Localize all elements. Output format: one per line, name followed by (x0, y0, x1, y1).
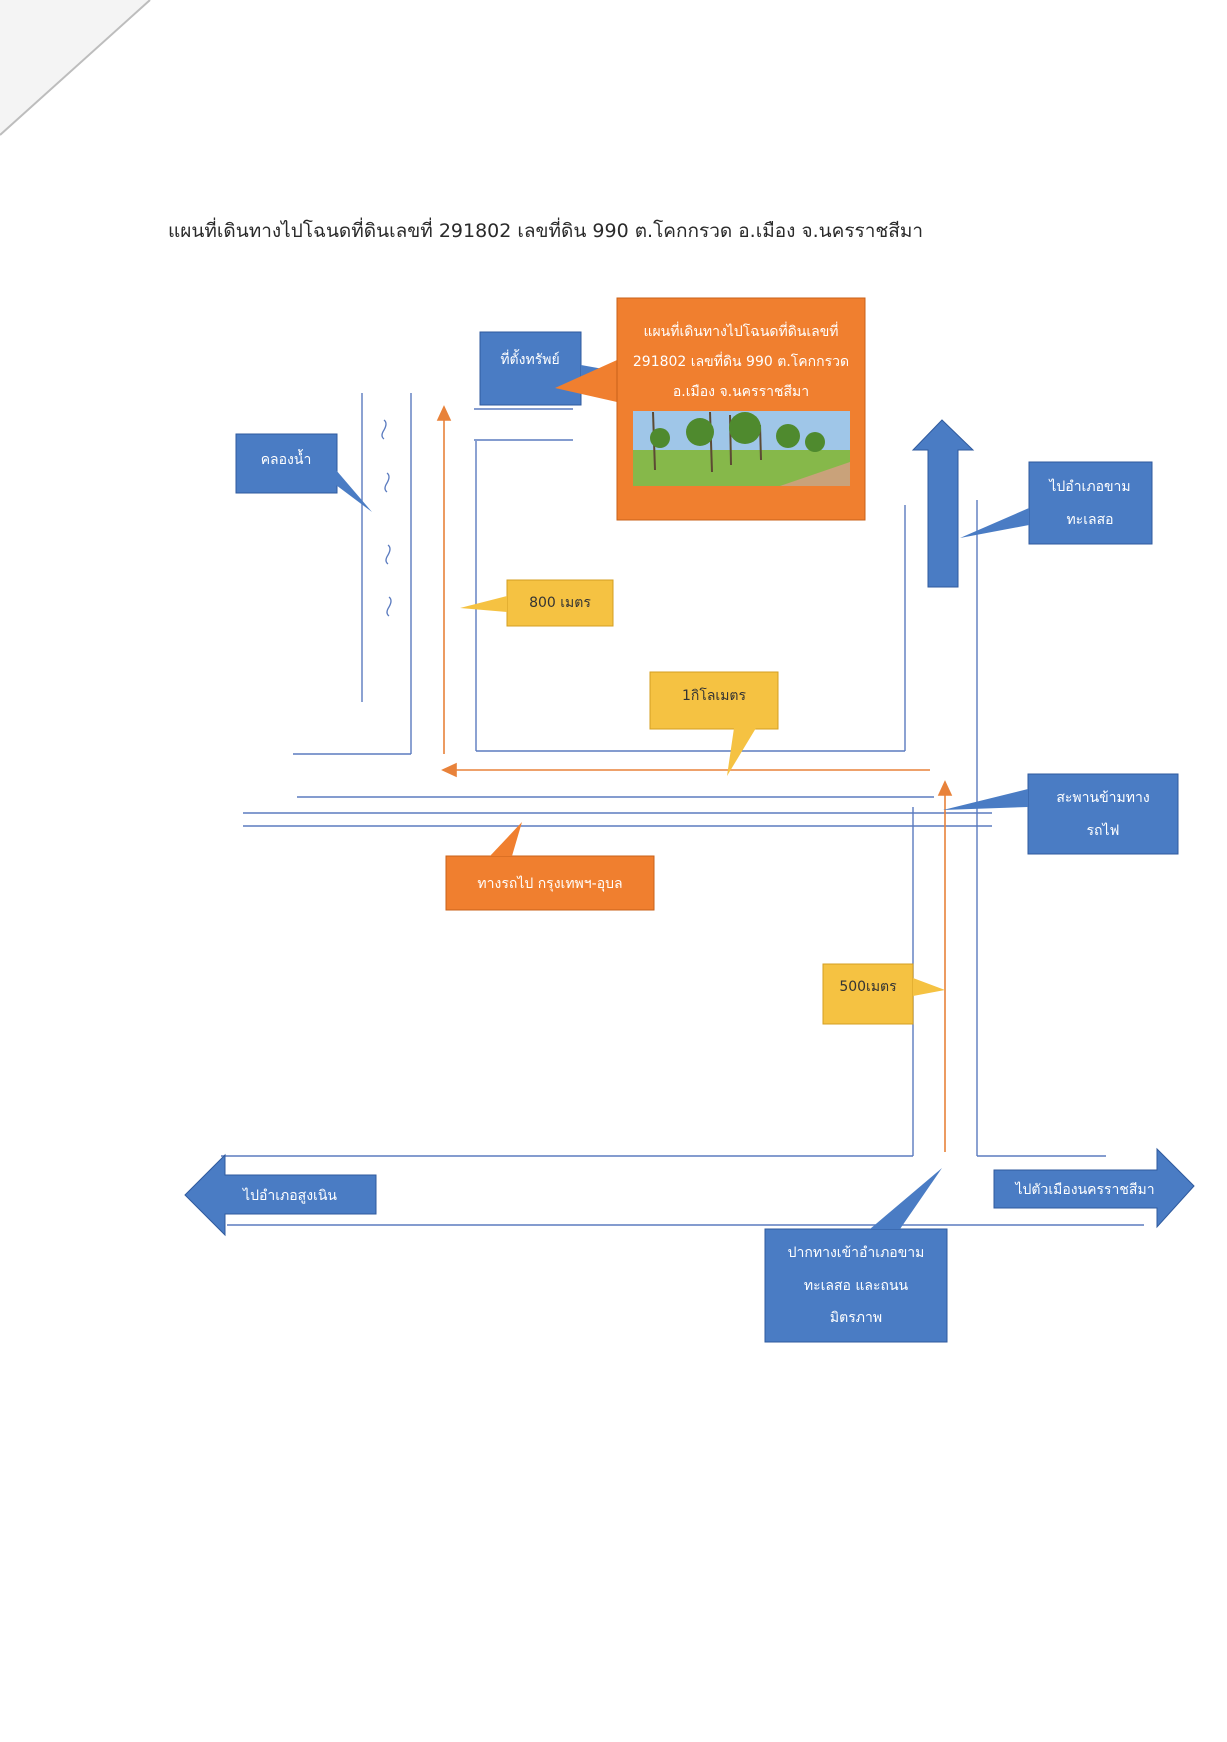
distance-1km-callout (649, 671, 779, 776)
route-arrowhead-west (441, 762, 457, 778)
map-title: แผนที่เดินทางไปโฉนดที่ดินเลขที่ 291802 เ… (168, 220, 924, 242)
canal-callout (235, 433, 372, 512)
distance-500m-label: 500เมตร (839, 979, 897, 995)
entrance-label-line-2: ทะเลสอ และถนน (804, 1278, 909, 1294)
railway-label: ทางรถไป กรุงเทพฯ-อุบล (477, 875, 622, 892)
nakhon-ratchasima-label: ไปตัวเมืองนครราชสีมา (1014, 1181, 1154, 1198)
road-network (221, 393, 1144, 1226)
arrow-left-icon (184, 1153, 377, 1237)
kham-thale-so-label-line-2: ทะเลสอ (1066, 512, 1113, 528)
kham-thale-so-callout (960, 461, 1153, 545)
entrance-label-line-1: ปากทางเข้าอำเภอขาม (788, 1245, 925, 1261)
route-arrowhead-north (436, 405, 452, 421)
railway-overpass-label-line-1: สะพานข้ามทาง (1056, 790, 1149, 806)
railway-overpass-callout (943, 773, 1179, 855)
property-location-callout (479, 331, 620, 406)
distance-800m-callout (460, 579, 614, 627)
photo-caption-line-1: แผนที่เดินทางไปโฉนดที่ดินเลขที่ (643, 322, 838, 340)
property-photo (633, 411, 850, 486)
arrow-up-icon (911, 419, 975, 588)
arrow-right-icon (993, 1147, 1195, 1229)
railway-callout (445, 822, 655, 911)
photo-caption-line-3: อ.เมือง จ.นครราชสีมา (673, 384, 809, 400)
property-location-label: ที่ตั้งทรัพย์ (500, 349, 559, 368)
map-labels: ที่ตั้งทรัพย์ แผนที่เดินทางไปโฉนดที่ดินเ… (242, 322, 1155, 1326)
railway-overpass-label-line-2: รถไฟ (1087, 822, 1120, 839)
route-path (436, 405, 953, 1152)
photo-caption-line-2: 291802 เลขที่ดิน 990 ต.โคกกรวด (633, 352, 849, 370)
route-arrowhead-north-2 (937, 780, 953, 796)
distance-1km-label: 1กิโลเมตร (682, 687, 747, 704)
entrance-callout (764, 1168, 948, 1343)
canal-water-marks (381, 419, 392, 617)
kham-thale-so-label-line-1: ไปอำเภอขาม (1048, 478, 1130, 495)
distance-500m-callout (822, 963, 945, 1025)
sung-noen-label: ไปอำเภอสูงเนิน (242, 1187, 337, 1204)
entrance-label-line-3: มิตรภาพ (830, 1310, 882, 1326)
canal-label: คลองน้ำ (261, 449, 312, 468)
page-corner-fold (0, 0, 151, 136)
distance-800m-label: 800 เมตร (529, 595, 591, 611)
